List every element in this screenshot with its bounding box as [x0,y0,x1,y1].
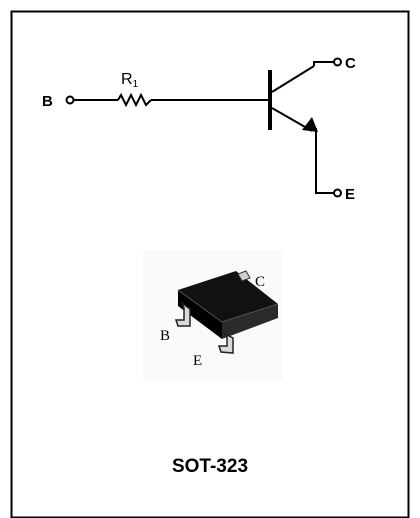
package-body-front [222,304,278,339]
package-collector-label: C [255,274,265,290]
package-base-label: B [160,328,170,344]
base-pin [174,300,191,327]
collector-pin [237,270,251,282]
base-terminal [65,95,75,105]
emitter-arrow [302,117,318,132]
collector-terminal [333,57,342,67]
package-emitter-label: E [193,353,202,369]
base-pin-label: B [42,93,53,110]
resistor-label: R1 [121,71,139,90]
package-name: SOT-323 [172,456,248,477]
collector-pin-label: C [345,55,356,72]
emitter-terminal [333,188,342,198]
transistor-schematic [65,57,342,198]
resistor-symbol [117,92,152,108]
emitter-pin-label: E [345,186,355,203]
package-illustration [143,250,283,380]
collector-lead [271,65,315,93]
package-body-top [178,271,278,322]
emitter-pin [217,332,234,354]
